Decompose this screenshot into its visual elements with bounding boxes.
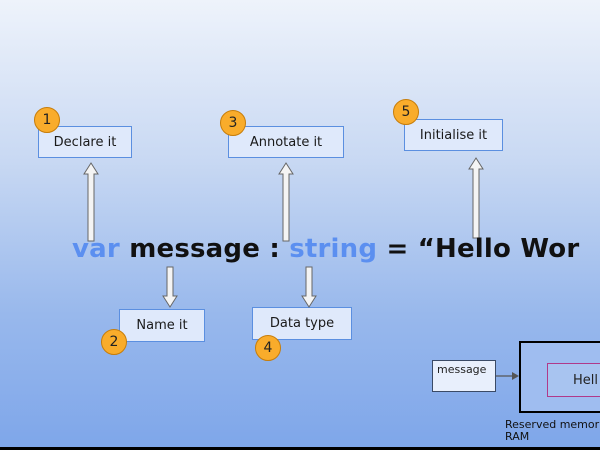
step-badge-5: 5 [393,99,419,125]
step-badge-1: 1 [34,107,60,133]
step-label-name: Name it [136,318,188,333]
code-statement: var message : string = “Hello Wor [72,234,579,264]
step-number-1: 1 [42,112,52,128]
stored-value-cell: Hell [547,363,600,397]
step-label-initialise: Initialise it [419,127,488,143]
step-label-declare: Declare it [53,134,117,150]
ram-caption: Reserved memor RAM [505,418,600,443]
code-type-string: string [289,234,378,264]
code-equals: = [386,234,409,264]
step-number-2: 2 [109,334,119,350]
arrow-up-initialise [468,157,484,239]
step-box-initialise: Initialise it [404,119,503,151]
step-badge-2: 2 [101,329,127,355]
memory-pointer-arrow [496,372,519,380]
code-colon: : [269,234,280,264]
step-label-data-type: Data type [269,316,335,331]
step-box-data-type: Data type [252,307,352,340]
step-number-5: 5 [401,104,411,120]
arrow-up-annotate [278,162,294,242]
arrow-up-declare [83,162,99,242]
code-variable-name: message [129,234,261,264]
code-value: “Hello Wor [417,234,580,264]
step-box-name: Name it [119,309,205,342]
step-label-annotate: Annotate it [249,134,323,150]
arrow-down-data-type [301,266,317,308]
code-keyword-var: var [72,234,120,264]
step-box-annotate: Annotate it [228,126,344,158]
step-badge-3: 3 [220,110,246,136]
arrow-down-name [162,266,178,308]
step-box-declare: Declare it [38,126,132,158]
memory-variable-label: message [432,360,496,392]
step-badge-4: 4 [255,335,281,361]
step-number-3: 3 [228,115,238,131]
bottom-border [0,447,600,450]
step-number-4: 4 [263,340,273,356]
